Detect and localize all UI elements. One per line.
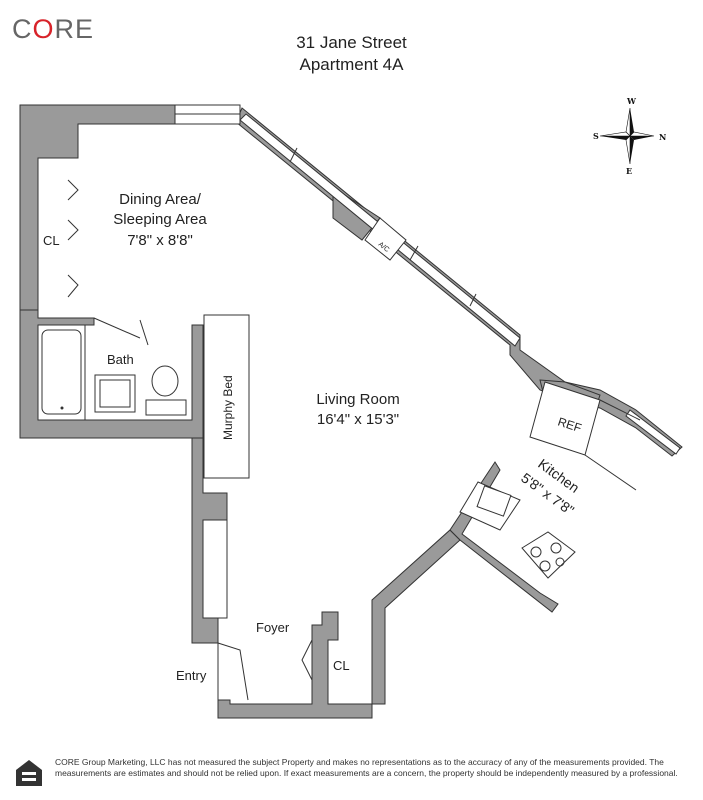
ac-unit bbox=[364, 217, 407, 261]
compass-s: S bbox=[593, 131, 599, 141]
label-foyer: Foyer bbox=[256, 620, 290, 635]
core-logo: CORE bbox=[12, 14, 95, 44]
label-living: Living Room bbox=[316, 391, 399, 408]
wall-lower-diagonal bbox=[371, 529, 461, 705]
murphy-bed bbox=[203, 314, 250, 479]
disclaimer-text: CORE Group Marketing, LLC has not measur… bbox=[55, 757, 678, 778]
label-murphy-bed: Murphy Bed bbox=[221, 375, 235, 440]
equal-housing-icon bbox=[16, 760, 42, 786]
label-sleeping: Sleeping Area bbox=[113, 211, 207, 228]
compass-rose bbox=[599, 107, 655, 165]
wall-window-diagonal bbox=[235, 107, 683, 457]
label-living-size: 16'4" x 15'3" bbox=[317, 411, 399, 428]
compass-w: W bbox=[626, 96, 637, 106]
unit-title: Apartment 4A bbox=[299, 55, 404, 74]
label-dining-size: 7'8" x 8'8" bbox=[127, 232, 193, 249]
label-dining: Dining Area/ bbox=[119, 191, 202, 208]
bathtub bbox=[37, 324, 86, 421]
label-bath: Bath bbox=[107, 352, 134, 367]
label-entry: Entry bbox=[176, 668, 207, 683]
label-closet-left: CL bbox=[43, 233, 60, 248]
compass-n: N bbox=[659, 132, 666, 142]
address-title: 31 Jane Street bbox=[296, 33, 407, 52]
toilet bbox=[145, 365, 187, 416]
label-closet-entry: CL bbox=[333, 658, 350, 673]
compass-e: E bbox=[626, 166, 632, 176]
bath-sink bbox=[94, 374, 136, 413]
wall-entry-bottom bbox=[217, 611, 373, 719]
